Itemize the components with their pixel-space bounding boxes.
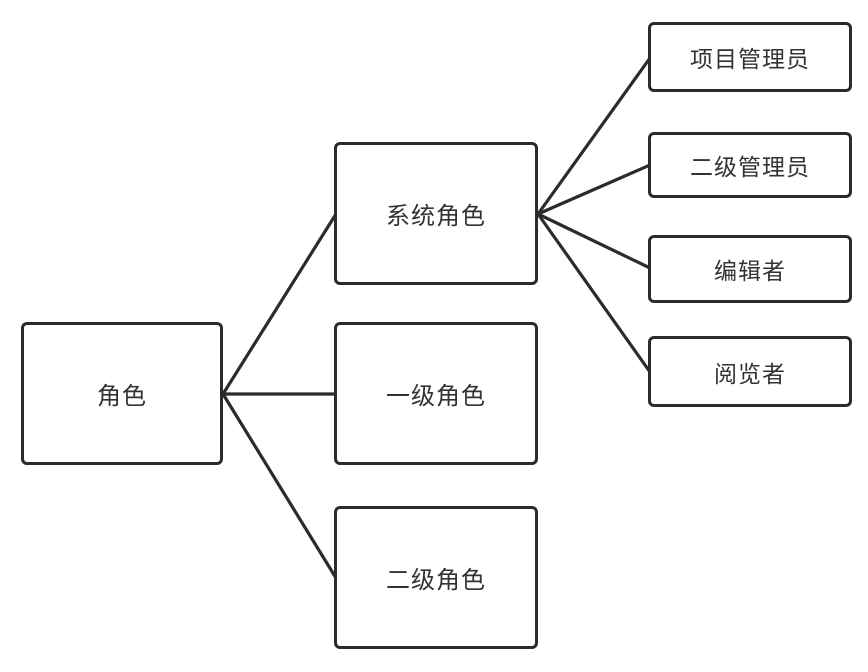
node-viewer-label: 阅览者 [714, 361, 786, 388]
edge-root-to-system-role [221, 212, 338, 396]
node-level1-role: 一级角色 [334, 322, 538, 465]
node-system-role-label: 系统角色 [386, 202, 486, 230]
node-level2-role: 二级角色 [334, 506, 538, 649]
edge-system-to-project-admin [536, 56, 652, 216]
node-level1-role-label: 一级角色 [386, 382, 486, 410]
node-project-admin: 项目管理员 [648, 22, 852, 92]
node-role: 角色 [21, 322, 223, 465]
node-project-admin-label: 项目管理员 [690, 47, 810, 73]
node-level2-role-label: 二级角色 [386, 566, 486, 594]
node-role-label: 角色 [97, 382, 147, 410]
node-system-role: 系统角色 [334, 142, 538, 285]
node-viewer: 阅览者 [648, 336, 852, 407]
edge-root-to-level2-role [221, 392, 338, 580]
edge-system-to-editor [536, 212, 652, 270]
node-secondary-admin: 二级管理员 [648, 132, 852, 198]
edge-system-to-viewer [536, 212, 652, 374]
node-editor: 编辑者 [648, 235, 852, 303]
node-editor-label: 编辑者 [714, 259, 786, 285]
node-secondary-admin-label: 二级管理员 [690, 155, 810, 181]
edge-system-to-secondary-admin [536, 163, 652, 216]
